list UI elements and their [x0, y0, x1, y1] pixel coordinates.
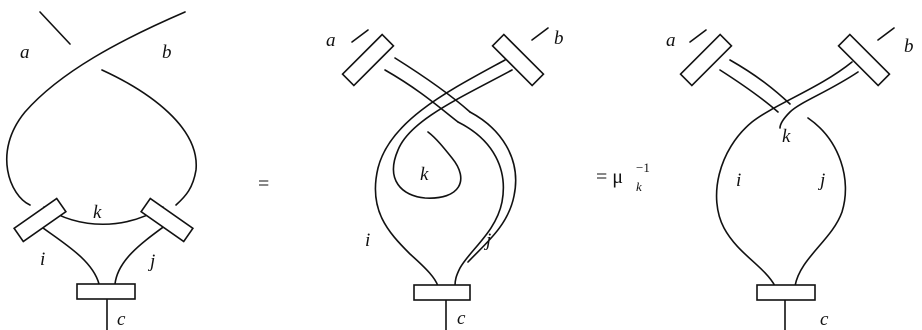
strand-b-inner — [392, 69, 513, 199]
strand-a-top — [39, 11, 71, 45]
label-i: i — [40, 249, 45, 270]
coupon-mid-c — [413, 284, 471, 301]
label-k: k — [93, 202, 102, 223]
coupon-left-j — [139, 197, 195, 243]
strand-b-right-outer — [715, 61, 853, 287]
label-k: k — [420, 164, 429, 185]
label-i: i — [736, 170, 741, 191]
coupon-mid-a — [341, 33, 395, 87]
label-c: c — [117, 309, 126, 330]
equals-sign: = — [258, 173, 269, 195]
panel-left: a b k i j c — [5, 11, 197, 330]
strand-a-right-2 — [729, 59, 791, 105]
strand-b-stub-right — [877, 27, 895, 41]
label-j: j — [483, 230, 491, 251]
strand-a-stub-mid — [351, 29, 369, 43]
strand-a-inner — [394, 57, 471, 113]
panel-right: a b k i j c — [666, 27, 914, 330]
strand-b-stub-mid — [531, 27, 549, 41]
strand-a-outer — [384, 69, 459, 123]
label-a: a — [666, 30, 676, 51]
coupon-mid-b — [491, 33, 545, 87]
label-b: b — [904, 36, 914, 57]
label-c: c — [820, 309, 829, 330]
coupon-right-a — [679, 33, 733, 87]
scalar-mu-inverse: = μ k −1 — [596, 160, 650, 194]
coupon-right-b — [837, 33, 891, 87]
strand-j-left — [114, 221, 171, 285]
strand-j-mid-outer — [454, 121, 505, 287]
panel-middle: a b k i j c — [326, 27, 564, 330]
strand-j-right — [794, 117, 847, 287]
strand-b-right-inner — [779, 71, 859, 129]
equals-mu: = μ — [596, 166, 623, 188]
label-j: j — [817, 170, 825, 191]
strand-a-right-1 — [719, 69, 779, 113]
label-b: b — [554, 28, 564, 49]
coupon-left-i — [12, 197, 68, 243]
strand-b-outer — [374, 59, 506, 287]
coupon-left-c — [76, 283, 136, 300]
label-c: c — [457, 308, 466, 329]
label-k: k — [782, 126, 791, 147]
strand-j-mid-inner — [467, 111, 517, 263]
label-a: a — [326, 30, 336, 51]
label-a: a — [20, 42, 30, 63]
label-j: j — [147, 251, 155, 272]
mu-subscript: k — [636, 179, 642, 194]
coupon-right-c — [756, 284, 816, 301]
label-b: b — [162, 42, 172, 63]
mu-superscript: −1 — [636, 160, 650, 175]
strand-b-under — [101, 69, 197, 206]
label-i: i — [365, 230, 370, 251]
strand-a-over — [5, 11, 186, 206]
strand-a-stub-right — [689, 29, 707, 43]
